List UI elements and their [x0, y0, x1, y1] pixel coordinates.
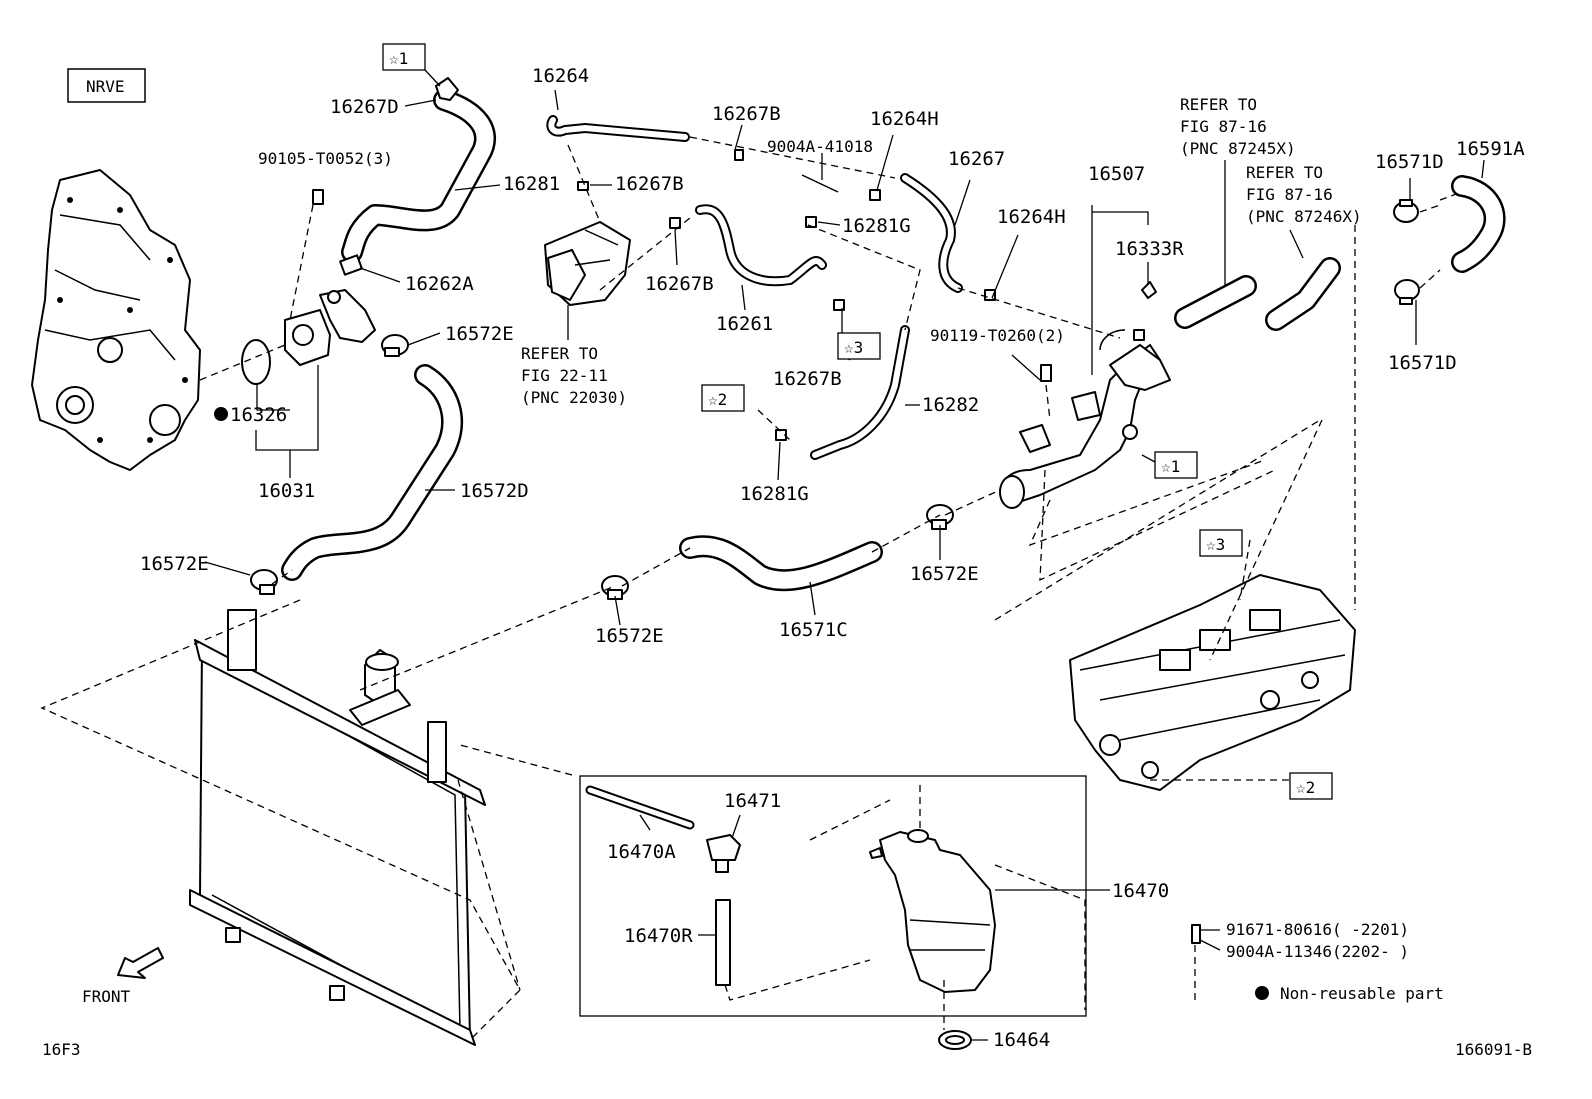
dashed-connections — [40, 136, 1463, 1041]
marker-3-mid: ☆3 — [844, 338, 863, 357]
marker-box-2-right — [1289, 772, 1333, 800]
label-16470: 16470 — [1112, 880, 1169, 902]
label-16471: 16471 — [724, 790, 781, 812]
svg-text:FIG 22-11: FIG 22-11 — [521, 366, 608, 385]
marker-1-right: ☆1 — [1161, 457, 1180, 476]
marker-box-1-right — [1154, 451, 1198, 479]
refer-note-87245X: REFER TO FIG 87-16 (PNC 87245X) — [1180, 95, 1296, 158]
label-16267B-a: 16267B — [615, 173, 684, 195]
svg-text:(PNC 22030): (PNC 22030) — [521, 388, 627, 407]
label-16326: 16326 — [230, 404, 287, 426]
label-16267B-b: 16267B — [712, 103, 781, 125]
tube-16470R — [715, 899, 731, 986]
figure-code: 16F3 — [42, 1040, 81, 1059]
label-16281G-b: 16281G — [740, 483, 809, 505]
label-16264H-a: 16264H — [870, 108, 939, 130]
label-16470R: 16470R — [624, 925, 693, 947]
marker-box-3-mid — [837, 332, 881, 360]
nonreusable-legend-dot — [1255, 986, 1269, 1000]
marker-1-top: ☆1 — [389, 49, 408, 68]
front-label: FRONT — [82, 987, 131, 1006]
marker-box-3-right — [1199, 529, 1243, 557]
marker-2-mid: ☆2 — [708, 390, 727, 409]
water-inlet-housing — [241, 289, 376, 385]
label-9004A-41018: 9004A-41018 — [767, 137, 873, 156]
variant-label: NRVE — [86, 77, 125, 96]
label-16571C: 16571C — [779, 619, 848, 641]
label-16031: 16031 — [258, 480, 315, 502]
clamp-16572E-upper — [381, 334, 409, 357]
label-90119-T0260: 90119-T0260(2) — [930, 326, 1065, 345]
svg-text:REFER TO: REFER TO — [521, 344, 598, 363]
svg-text:FIG 87-16: FIG 87-16 — [1246, 185, 1333, 204]
label-16470A: 16470A — [607, 841, 676, 863]
radiator-drawing — [189, 609, 486, 1046]
label-16267: 16267 — [948, 148, 1005, 170]
label-16281G-a: 16281G — [842, 215, 911, 237]
marker-3-right: ☆3 — [1206, 535, 1225, 554]
refer-note-22030: REFER TO FIG 22-11 (PNC 22030) — [521, 344, 627, 407]
label-16464: 16464 — [993, 1029, 1050, 1051]
marker-2-right: ☆2 — [1296, 778, 1315, 797]
small-clips — [577, 149, 1157, 441]
svg-text:(PNC 87246X): (PNC 87246X) — [1246, 207, 1362, 226]
front-arrow-icon — [117, 947, 164, 979]
nonreusable-dot-16326 — [214, 407, 228, 421]
marker-box-1-top — [382, 43, 426, 71]
water-valve-drawing — [544, 221, 631, 306]
label-16281: 16281 — [503, 173, 560, 195]
nonreusable-legend: Non-reusable part — [1280, 984, 1444, 1003]
clamp-16571D-lower — [1394, 279, 1420, 305]
label-16572E-left: 16572E — [140, 553, 209, 575]
label-16572E-right: 16572E — [910, 563, 979, 585]
clamp-16267D — [435, 77, 459, 101]
label-16571D-upper: 16571D — [1375, 151, 1444, 173]
label-16267B-c: 16267B — [645, 273, 714, 295]
clamp-16571D-upper — [1393, 199, 1419, 223]
label-16572E-mid: 16572E — [595, 625, 664, 647]
label-16264H-b: 16264H — [997, 206, 1066, 228]
water-outlet-pipe — [999, 329, 1171, 509]
label-16282: 16282 — [922, 394, 979, 416]
label-16572D: 16572D — [460, 480, 529, 502]
clamp-16572E-mid — [601, 575, 629, 600]
bolts — [312, 174, 1201, 944]
label-90105-T0052: 90105-T0052(3) — [258, 149, 393, 168]
cap-16471 — [706, 834, 741, 873]
label-16571D-lower: 16571D — [1388, 352, 1457, 374]
refer-note-87246X: REFER TO FIG 87-16 (PNC 87246X) — [1246, 163, 1362, 226]
label-16591A: 16591A — [1456, 138, 1525, 160]
clamp-16262A — [339, 254, 363, 276]
label-16261: 16261 — [716, 313, 773, 335]
label-16572E-upper: 16572E — [445, 323, 514, 345]
reservoir-drawing — [869, 829, 996, 993]
svg-text:(PNC 87245X): (PNC 87245X) — [1180, 139, 1296, 158]
label-16262A: 16262A — [405, 273, 474, 295]
bolt-note-1: 91671-80616( -2201) — [1226, 920, 1409, 939]
svg-text:FIG 87-16: FIG 87-16 — [1180, 117, 1267, 136]
timing-cover-drawing — [31, 169, 201, 471]
cylinder-head-drawing — [1069, 574, 1356, 791]
clamp-16572E-left — [250, 569, 278, 595]
label-16507: 16507 — [1088, 163, 1145, 185]
label-16267D: 16267D — [330, 96, 399, 118]
variant-box — [67, 68, 146, 103]
leader-lines — [204, 69, 1485, 1041]
label-16264: 16264 — [532, 65, 589, 87]
marker-box-2-mid — [701, 384, 745, 412]
svg-text:REFER TO: REFER TO — [1246, 163, 1323, 182]
bolt-note-2: 9004A-11346(2202- ) — [1226, 942, 1409, 961]
svg-text:REFER TO: REFER TO — [1180, 95, 1257, 114]
label-16333R: 16333R — [1115, 238, 1184, 260]
label-16267B-d: 16267B — [773, 368, 842, 390]
drawing-number: 166091-B — [1455, 1040, 1532, 1059]
